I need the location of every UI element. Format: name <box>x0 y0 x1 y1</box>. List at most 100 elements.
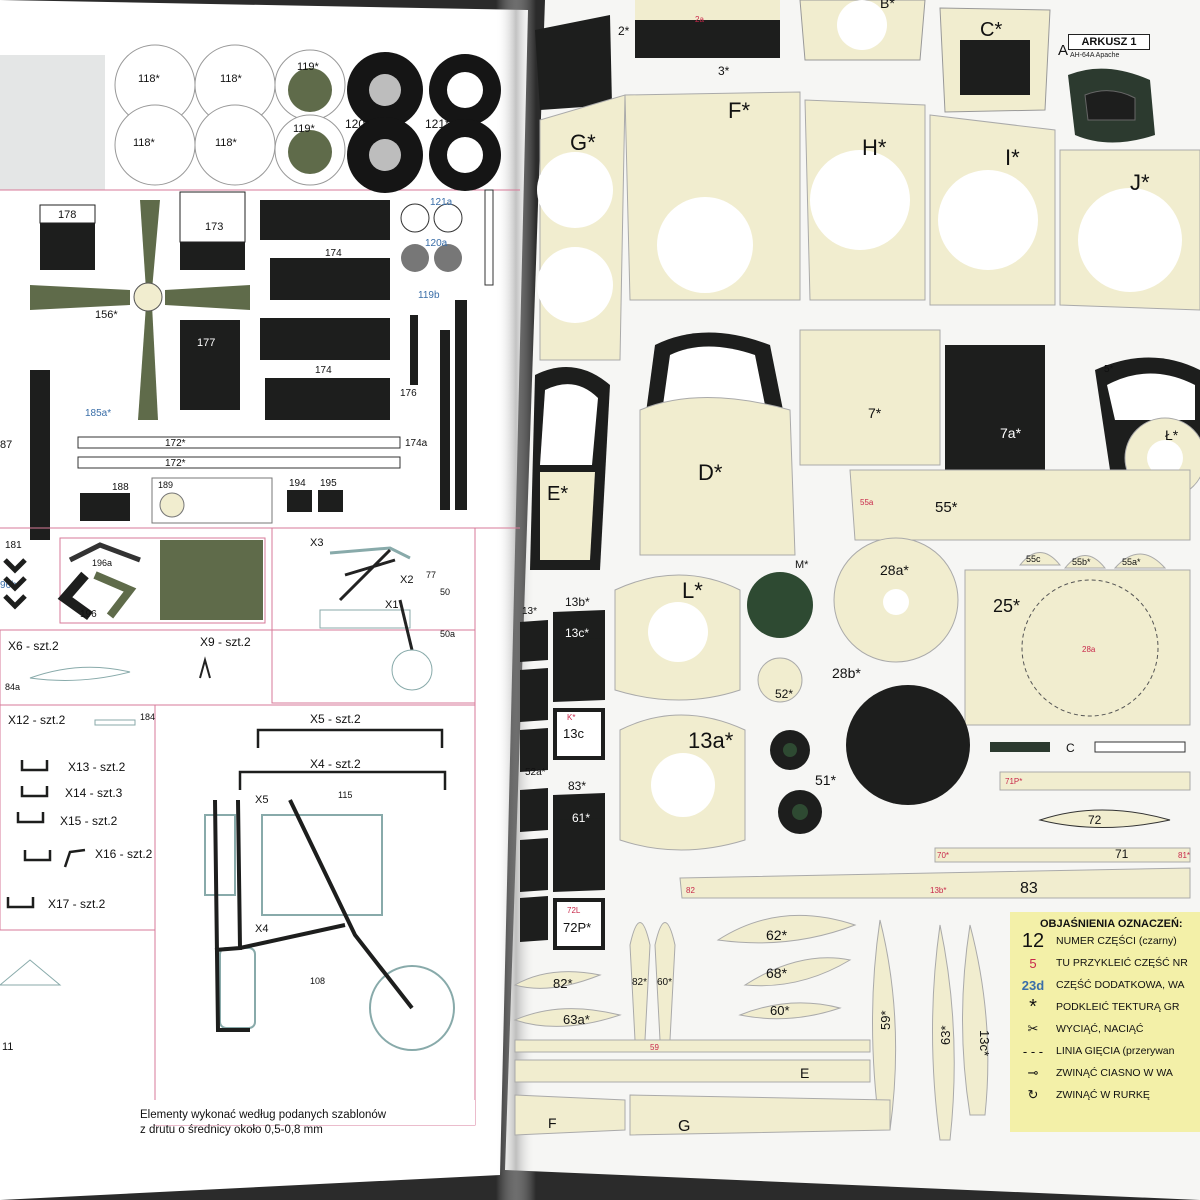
part-label: 174 <box>325 248 342 259</box>
part-label: 59 <box>650 1043 659 1052</box>
roll-tube-icon: ↻ <box>1027 1087 1039 1102</box>
part-label: X3 <box>310 537 323 549</box>
part-label: 181 <box>5 540 22 551</box>
book-spine-shadow <box>496 0 536 1200</box>
part-label: 63* <box>938 1025 953 1045</box>
cream-panels-top <box>799 0 1051 113</box>
part-label: 7* <box>868 405 882 421</box>
legend-text: ZWINĄĆ CIASNO W WA <box>1056 1067 1173 1079</box>
part-label: 52a* <box>525 767 546 778</box>
roll-tight-icon: ⊸ <box>1027 1065 1039 1080</box>
legend-row: * PODKLEIĆ TEKTURĄ GR <box>1010 996 1200 1018</box>
tire-121 <box>429 54 501 191</box>
template-label: X14 - szt.3 <box>65 786 123 800</box>
legend-text: TU PRZYKLEIĆ CZĘŚĆ NR <box>1056 957 1188 969</box>
part-label: 118* <box>220 73 243 85</box>
fold-line-icon: - - - <box>1022 1043 1044 1059</box>
dark-top-parts <box>535 0 780 110</box>
part-label: 28b* <box>832 665 861 681</box>
legend-text: WYCIĄĆ, NACIĄĆ <box>1056 1023 1144 1035</box>
legend-box: OBJAŚNIENIA OZNACZEŃ: 12 NUMER CZĘŚCI (c… <box>1010 912 1200 1132</box>
template-label: X9 - szt.2 <box>200 635 251 649</box>
part-label: 55a* <box>1122 557 1141 567</box>
part-label: 83* <box>568 779 586 793</box>
part-label: 62* <box>766 927 788 943</box>
part-label: 87 <box>0 439 12 451</box>
part-label: B* <box>880 0 895 11</box>
part-label: 96b <box>0 580 17 591</box>
part-label: E <box>800 1065 809 1081</box>
gear-template-top <box>319 546 433 691</box>
part-label: 196a <box>92 558 112 568</box>
part-label: 70* <box>937 851 949 860</box>
part-label: 177 <box>197 337 215 349</box>
part-label: 120a <box>425 238 448 249</box>
part-label: C <box>1066 741 1075 755</box>
part-label: 156* <box>95 309 118 321</box>
part-label: 119b <box>418 290 440 301</box>
legend-text: CZĘŚĆ DODATKOWA, WA <box>1056 979 1185 991</box>
tire-120 <box>347 52 423 193</box>
wheel-disc-118 <box>114 44 276 186</box>
part-label: 72L <box>567 906 581 915</box>
part-label: 55a <box>860 498 874 507</box>
part-label: 13a* <box>688 728 734 753</box>
wire-note-line: Elementy wykonać według podanych szablon… <box>140 1109 387 1121</box>
dark-column-13 <box>520 610 605 950</box>
part-label: 174a <box>405 438 428 449</box>
part-label: M* <box>795 559 809 571</box>
part-label: 13b* <box>930 886 946 895</box>
part-label: 115 <box>338 790 352 800</box>
part-label: 118* <box>138 73 161 85</box>
part-label: 13c* <box>977 1030 992 1056</box>
part-label: 176 <box>400 388 417 399</box>
part-label: 55b* <box>1072 557 1091 567</box>
part-label: 174 <box>315 365 332 376</box>
rotor-156 <box>30 200 250 420</box>
part-label: 196 <box>80 609 97 620</box>
legend-text: LINIA GIĘCIA (przerywan <box>1056 1045 1175 1057</box>
part-label: 25* <box>993 596 1020 616</box>
part-label: 82 <box>686 886 695 895</box>
part-label: 13b* <box>565 595 590 609</box>
gray-panel <box>0 55 105 190</box>
legend-text: PODKLEIĆ TEKTURĄ GR <box>1056 1001 1180 1013</box>
small-discs-121a <box>400 203 463 272</box>
part-label: 72P* <box>563 920 591 935</box>
legend-row: 5 TU PRZYKLEIĆ CZĘŚĆ NR <box>1010 952 1200 974</box>
part-label: 184 <box>140 712 155 722</box>
legend-row: - - - LINIA GIĘCIA (przerywan <box>1010 1040 1200 1062</box>
part-label: 59* <box>878 1010 893 1030</box>
legend-row: ↻ ZWINĄĆ W RURKĘ <box>1010 1084 1200 1106</box>
part-label: 188 <box>112 482 129 493</box>
part-label: 50a <box>440 629 455 639</box>
sheet-title: ARKUSZ 1 <box>1068 34 1150 50</box>
part-label: 60* <box>770 1003 790 1018</box>
legend-symbol: 23d <box>1021 977 1045 993</box>
part-label: 50 <box>440 587 450 597</box>
part-label: 81* <box>1178 851 1190 860</box>
wire-note: Elementy wykonać według podanych szablon… <box>140 1108 470 1138</box>
part-label: 172* <box>165 438 186 449</box>
template-label: X4 - szt.2 <box>310 757 361 771</box>
template-label: X15 - szt.2 <box>60 814 118 828</box>
sheet-subtitle: AH-64A Apache <box>1070 52 1120 59</box>
part-label: 55c <box>1026 554 1041 564</box>
part-label: G <box>678 1118 690 1135</box>
part-label: 118* <box>215 137 238 149</box>
template-label: X6 - szt.2 <box>8 639 59 653</box>
part-label: 120* <box>345 117 370 131</box>
part-label: 83 <box>1020 880 1038 897</box>
template-label: X5 - szt.2 <box>310 712 361 726</box>
template-label: X12 - szt.2 <box>8 713 66 727</box>
part-label: 82* <box>632 977 647 988</box>
u-templates <box>6 760 86 909</box>
part-label: 52* <box>775 687 793 701</box>
part-label: X2 <box>400 574 413 586</box>
part-label: 178 <box>58 209 76 221</box>
canopy-frames <box>530 329 1200 570</box>
part-label: Ł* <box>1165 427 1179 443</box>
part-label: X4 <box>255 923 268 935</box>
part-label: 77 <box>426 570 436 580</box>
